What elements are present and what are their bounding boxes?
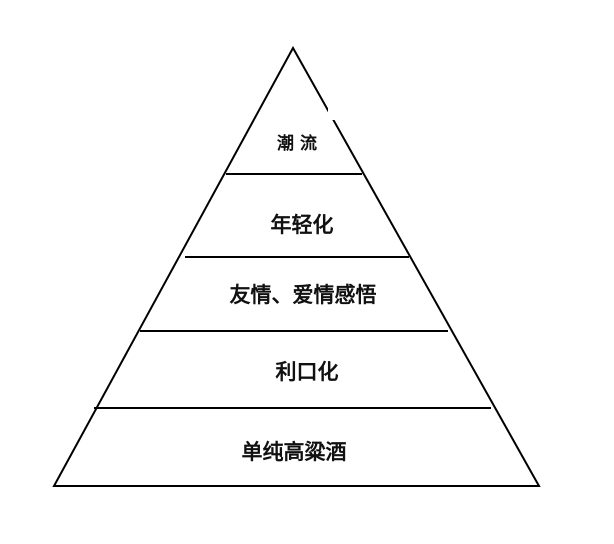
pyramid-outline — [52, 45, 541, 487]
tier-label-top: 潮 流 — [277, 133, 317, 154]
tier-label-3: 友情、爱情感悟 — [230, 283, 377, 307]
outline-gap — [328, 106, 338, 120]
tier-label-2: 年轻化 — [271, 213, 334, 237]
tier-label-bottom: 单纯高粱酒 — [242, 440, 347, 464]
tier-label-4: 利口化 — [276, 360, 339, 384]
